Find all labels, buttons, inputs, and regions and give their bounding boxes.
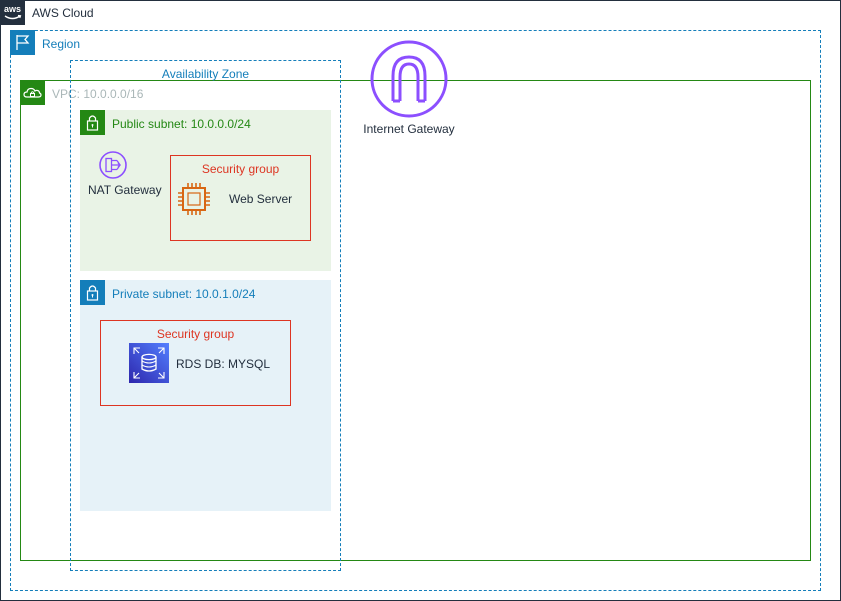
nat-gateway-icon: [98, 150, 128, 180]
padlock-icon: [80, 280, 105, 305]
web-server-label: Web Server: [229, 192, 293, 206]
region-group: [10, 30, 821, 591]
security-group-public: [170, 155, 311, 241]
security-group-label: Security group: [156, 327, 235, 341]
security-group-label: Security group: [201, 162, 280, 176]
flag-icon: [10, 30, 35, 55]
ec2-instance-icon: [174, 179, 214, 219]
vpc-group: [20, 80, 811, 561]
security-group-private: [100, 320, 291, 406]
vpc-label: VPC: 10.0.0.0/16: [52, 87, 144, 101]
availability-zone-group: [70, 60, 341, 571]
nat-gateway-label: NAT Gateway: [88, 183, 162, 197]
internet-gateway-icon: [370, 40, 448, 118]
padlock-icon: [80, 110, 105, 135]
cloud-lock-icon: [20, 80, 45, 105]
aws-cloud-label: AWS Cloud: [32, 6, 94, 20]
svg-text:aws: aws: [4, 4, 21, 14]
internet-gateway-label: Internet Gateway: [363, 122, 455, 136]
region-label: Region: [42, 37, 81, 51]
private-subnet-label: Private subnet: 10.0.1.0/24: [112, 287, 256, 301]
private-subnet-group: [80, 280, 331, 511]
public-subnet-label: Public subnet: 10.0.0.0/24: [112, 117, 251, 131]
rds-database-icon: [129, 343, 169, 383]
rds-db-label: RDS DB: MYSQL: [176, 357, 271, 371]
aws-logo-icon: aws: [0, 0, 25, 25]
availability-zone-label: Availability Zone: [161, 67, 250, 81]
